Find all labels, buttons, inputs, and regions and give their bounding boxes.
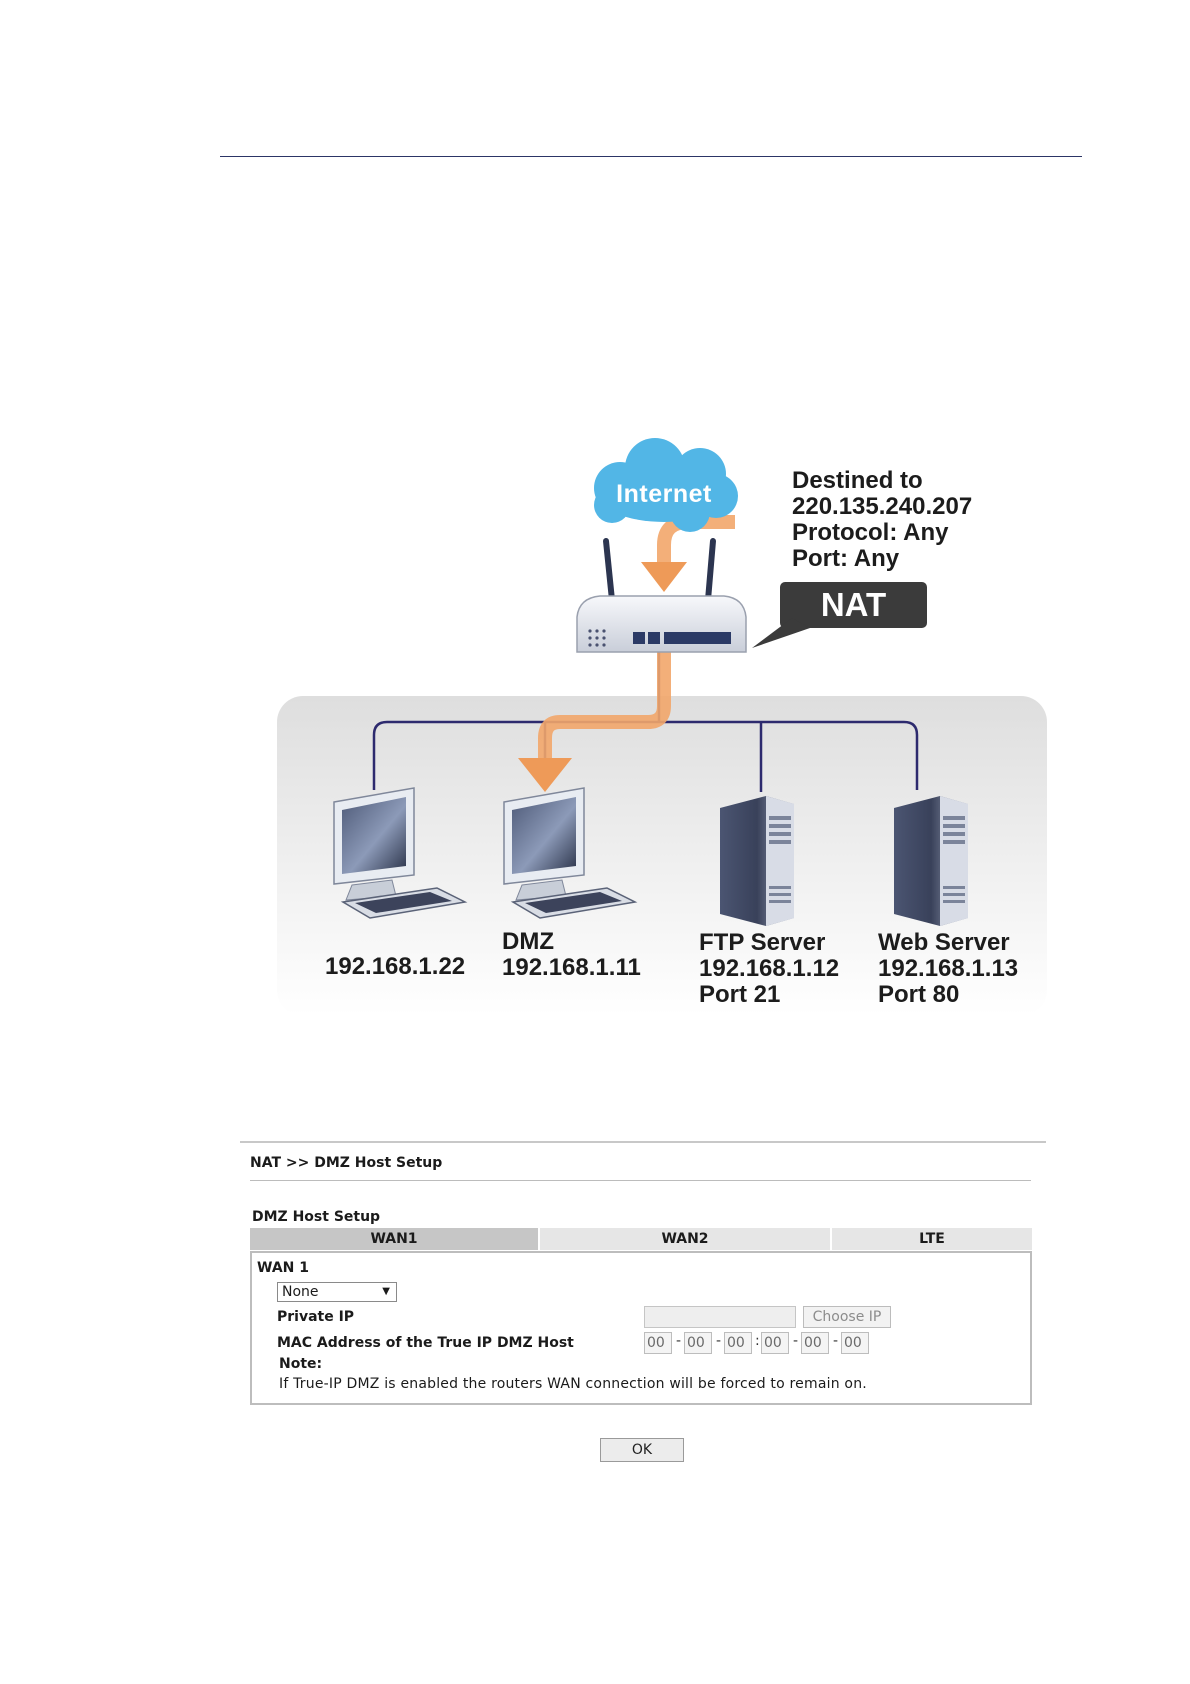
mac-field-4[interactable]: 00 [761, 1332, 789, 1354]
nat-label: NAT [820, 586, 887, 623]
private-ip-input[interactable] [644, 1306, 796, 1328]
breadcrumb: NAT >> DMZ Host Setup [250, 1155, 443, 1171]
mac-field-5[interactable]: 00 [801, 1332, 829, 1354]
note-label: Note: [279, 1356, 323, 1372]
host-name: Web Server [878, 929, 1010, 956]
host-label-web: Web Server 192.168.1.13 Port 80 [878, 930, 1018, 1008]
dropdown-arrow-icon: ▼ [382, 1286, 390, 1297]
internet-label: Internet [616, 480, 712, 508]
mac-separator: - [793, 1333, 799, 1349]
mac-separator: - [833, 1333, 839, 1349]
dmz-mode-value: None [282, 1284, 319, 1300]
host-port: Port 21 [699, 981, 781, 1008]
host-label-ftp: FTP Server 192.168.1.12 Port 21 [699, 930, 839, 1008]
host-name: FTP Server [699, 929, 826, 956]
dmz-traffic-arrow [538, 650, 671, 760]
lan-area [277, 696, 1047, 1016]
mac-separator: - [676, 1333, 682, 1349]
dmz-arrowhead [518, 758, 572, 792]
desktop-computer-icon-2 [503, 787, 638, 919]
dmz-host-setup-panel: NAT >> DMZ Host Setup DMZ Host Setup WAN… [240, 1141, 1046, 1451]
dmz-mode-select[interactable]: None ▼ [277, 1282, 397, 1302]
ok-button[interactable]: OK [600, 1438, 684, 1462]
desktop-computer-icon-1 [333, 787, 468, 919]
incoming-arrowhead [641, 562, 687, 592]
wan-tabs: WAN1 WAN2 LTE [250, 1228, 1032, 1250]
internet-cloud-icon [594, 438, 738, 532]
note-text: If True-IP DMZ is enabled the routers WA… [279, 1376, 867, 1392]
host-name: DMZ [502, 928, 554, 955]
host-ip: 192.168.1.12 [699, 955, 840, 982]
ftp-server-icon [720, 796, 794, 926]
header-rule [220, 156, 1082, 157]
wan-title: WAN 1 [257, 1260, 309, 1276]
section-title: DMZ Host Setup [252, 1209, 381, 1225]
host-ip: 192.168.1.11 [502, 954, 641, 981]
router-icon [576, 538, 747, 653]
mac-field-6[interactable]: 00 [841, 1332, 869, 1354]
tab-lte[interactable]: LTE [832, 1228, 1032, 1250]
host-label-1: 192.168.1.22 [325, 954, 465, 980]
mac-address-label: MAC Address of the True IP DMZ Host [277, 1335, 574, 1351]
web-server-icon [894, 796, 968, 926]
mac-field-1[interactable]: 00 [644, 1332, 672, 1354]
breadcrumb-rule [250, 1180, 1031, 1181]
tab-wan1[interactable]: WAN1 [250, 1228, 540, 1250]
mac-separator: : [755, 1333, 760, 1349]
incoming-line: Protocol: Any [792, 519, 949, 546]
tab-wan2[interactable]: WAN2 [540, 1228, 832, 1250]
mac-separator: - [716, 1333, 722, 1349]
choose-ip-button[interactable]: Choose IP [803, 1306, 891, 1328]
mac-field-2[interactable]: 00 [684, 1332, 712, 1354]
incoming-line: 220.135.240.207 [792, 493, 973, 520]
mac-field-3[interactable]: 00 [724, 1332, 752, 1354]
private-ip-label: Private IP [277, 1309, 355, 1325]
wan1-settings-box: WAN 1 None ▼ Private IP Choose IP MAC Ad… [250, 1251, 1032, 1405]
incoming-rule-label: Destined to 220.135.240.207 Protocol: An… [792, 468, 972, 572]
nat-bubble [752, 582, 927, 648]
diagram-graphics [277, 438, 1047, 1016]
host-label-dmz: DMZ 192.168.1.11 [502, 929, 641, 981]
incoming-line: Port: Any [792, 545, 900, 572]
incoming-line: Destined to [792, 467, 923, 494]
host-ip: 192.168.1.13 [878, 955, 1019, 982]
panel-top-rule [240, 1141, 1046, 1143]
host-ip: 192.168.1.22 [325, 953, 466, 980]
host-port: Port 80 [878, 981, 960, 1008]
